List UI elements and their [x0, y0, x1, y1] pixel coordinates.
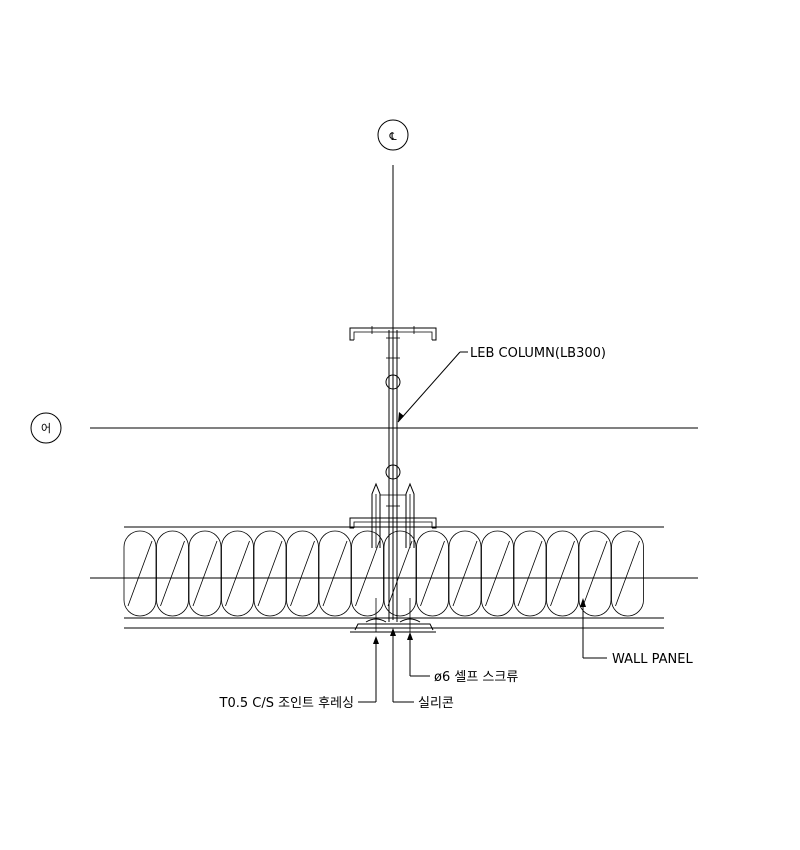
insulation-pattern	[123, 530, 644, 617]
screw-callout: ø6 셀프 스크류	[407, 632, 518, 685]
silicone-callout: 실리콘	[390, 628, 454, 711]
centerline-symbol: ℄	[388, 130, 396, 143]
grid-marker: 어	[30, 412, 62, 444]
insulation-strand	[322, 540, 348, 607]
flashing-callout: T0.5 C/S 조인트 후레싱	[219, 636, 379, 711]
insulation-loop	[318, 530, 352, 617]
centerline-marker: ℄	[377, 119, 409, 151]
insulation-loop	[578, 530, 612, 617]
centerline-marker-circle	[377, 119, 409, 151]
insulation-loop	[123, 530, 157, 617]
insulation-loop	[253, 530, 287, 617]
screw-label: ø6 셀프 스크류	[434, 670, 518, 685]
insulation-strand	[192, 540, 218, 607]
insulation-strand	[615, 540, 640, 607]
insulation-loop	[156, 530, 189, 617]
leb-column	[349, 326, 437, 622]
insulation-loop	[513, 530, 547, 617]
flashing-label: T0.5 C/S 조인트 후레싱	[219, 696, 354, 711]
insulation-loop	[546, 530, 579, 617]
insulation-strand	[420, 540, 445, 607]
insulation-loop	[351, 530, 384, 617]
column-callout: LEB COLUMN(LB300)	[397, 346, 606, 423]
insulation-strand	[257, 540, 283, 607]
insulation-loop	[611, 530, 644, 617]
insulation-loop	[221, 530, 254, 617]
insulation-strand	[160, 540, 185, 607]
column-brackets	[371, 482, 415, 548]
insulation-loop	[416, 530, 449, 617]
wall-panel-callout: WALL PANEL	[580, 598, 693, 667]
silicone-label: 실리콘	[418, 696, 454, 711]
insulation-loop	[448, 530, 482, 617]
insulation-loop	[188, 530, 222, 617]
grid-marker-circle	[30, 412, 62, 444]
insulation-strand	[225, 540, 250, 607]
insulation-strand	[582, 540, 608, 607]
insulation-strand	[387, 540, 413, 607]
insulation-strand	[290, 540, 315, 607]
insulation-strand	[550, 540, 575, 607]
insulation-loop	[481, 530, 514, 617]
insulation-strand	[355, 540, 380, 607]
wall-panel	[90, 526, 698, 629]
insulation-strand	[485, 540, 510, 607]
insulation-loop	[286, 530, 319, 617]
insulation-loop	[383, 530, 417, 617]
insulation-strand	[452, 540, 478, 607]
insulation-strand	[517, 540, 543, 607]
wall-panel-label: WALL PANEL	[612, 652, 693, 667]
insulation-strand	[127, 540, 153, 607]
column-label: LEB COLUMN(LB300)	[470, 346, 606, 361]
grid-marker-label: 어	[41, 422, 51, 435]
